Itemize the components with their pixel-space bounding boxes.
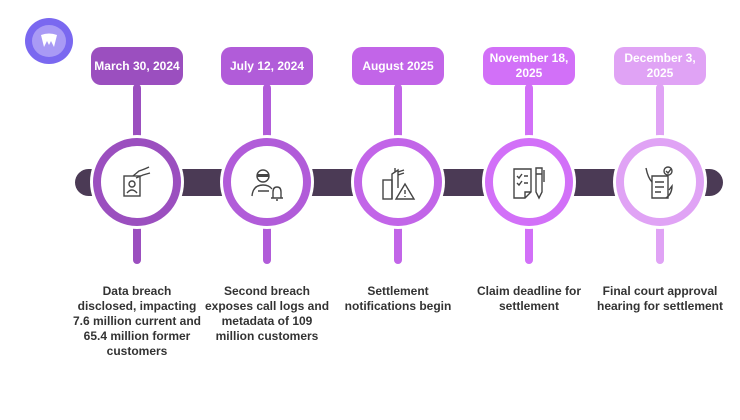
date-pill: March 30, 2024 — [91, 47, 183, 85]
date-label: March 30, 2024 — [94, 58, 180, 73]
icon-circle — [354, 138, 442, 226]
hacker-bell-icon — [251, 169, 283, 201]
timeline-step: March 30, 2024 Data breach disclosed, im… — [72, 0, 202, 420]
date-pill: December 3, 2025 — [614, 47, 706, 85]
date-pill: July 12, 2024 — [221, 47, 313, 85]
date-pill: November 18, 2025 — [483, 47, 575, 85]
icon-circle — [616, 138, 704, 226]
step-description: Data breach disclosed, impacting 7.6 mil… — [72, 284, 202, 358]
checklist-pen-icon — [513, 167, 545, 200]
timeline-step: November 18, 2025 Claim deadline for set… — [464, 0, 594, 420]
tooth-icon — [41, 33, 57, 47]
icon-circle — [93, 138, 181, 226]
timeline-step: July 12, 2024 Second breach exposes call… — [202, 0, 332, 420]
date-label: November 18, 2025 — [489, 51, 569, 80]
building-warning-icon — [382, 168, 416, 200]
step-description: Settlement notifications begin — [344, 284, 452, 313]
date-label: July 12, 2024 — [229, 58, 305, 73]
date-pill: August 2025 — [352, 47, 444, 85]
step-description: Claim deadline for settlement — [476, 284, 582, 313]
timeline-step: August 2025 Settlement notifications beg… — [333, 0, 463, 420]
timeline-step: December 3, 2025 Final court approval he… — [595, 0, 725, 420]
document-approval-icon — [645, 166, 673, 199]
step-description: Final court approval hearing for settlem… — [596, 284, 724, 313]
icon-circle — [223, 138, 311, 226]
date-label: December 3, 2025 — [624, 51, 696, 80]
icon-circle — [485, 138, 573, 226]
date-label: August 2025 — [362, 58, 434, 73]
id-card-hand-icon — [123, 166, 151, 197]
logo — [25, 18, 73, 64]
step-description: Second breach exposes call logs and meta… — [204, 284, 330, 343]
